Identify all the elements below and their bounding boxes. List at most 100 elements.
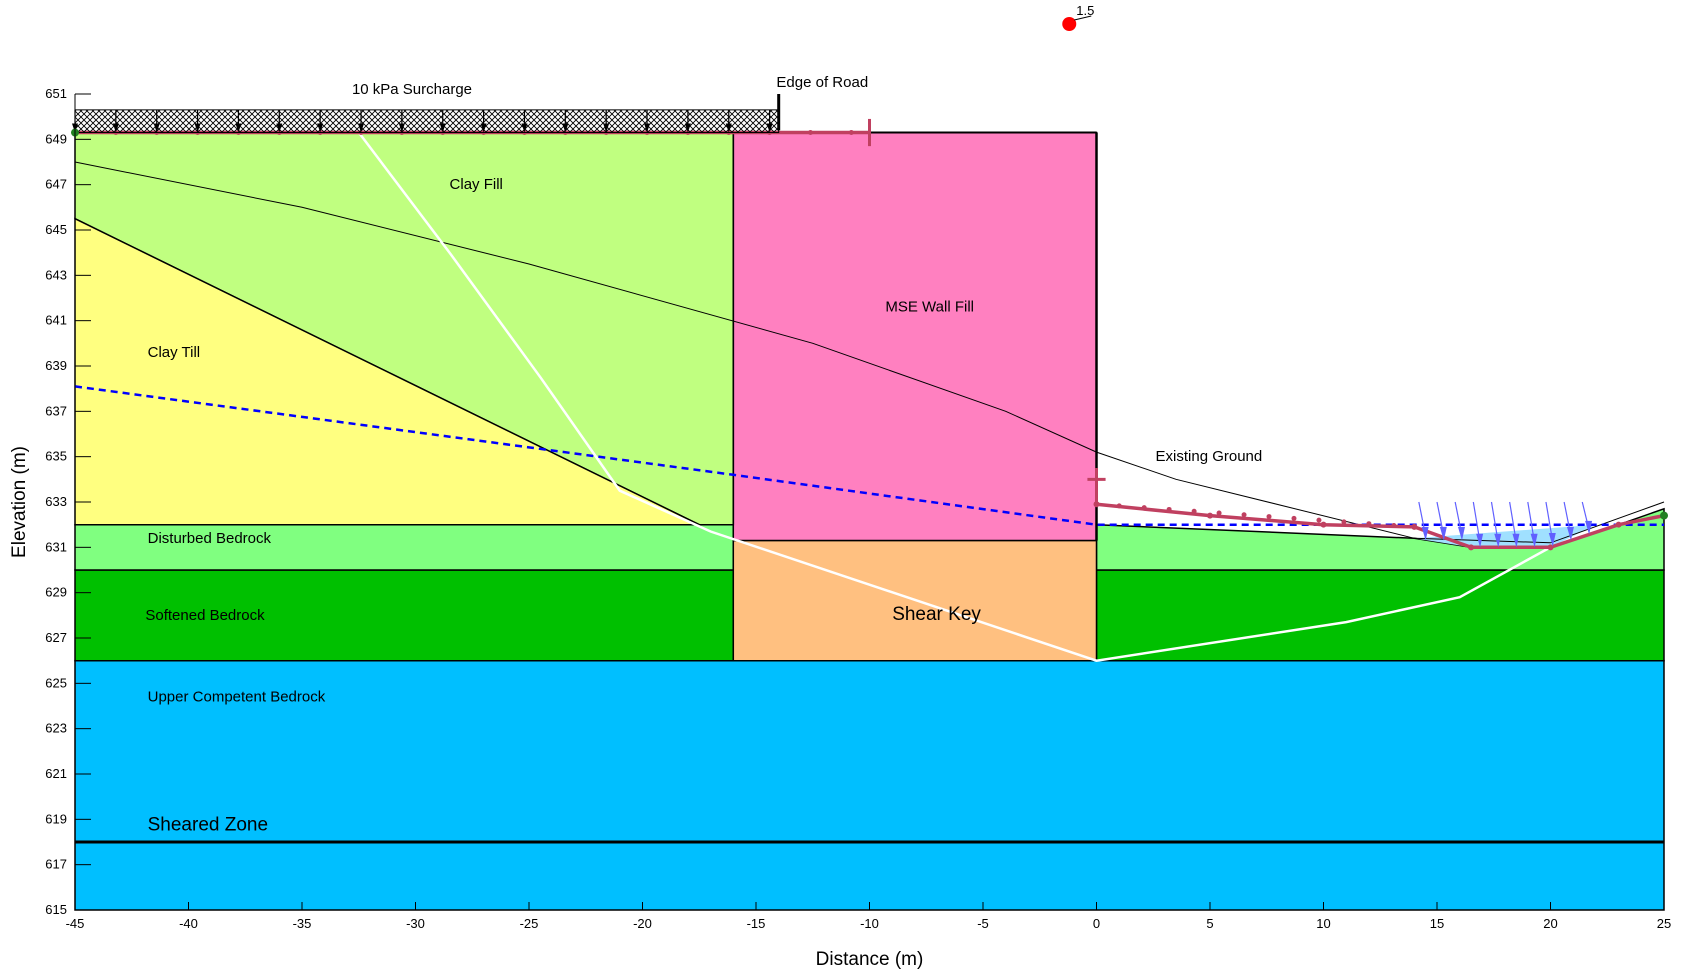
reinforcement-node (1341, 519, 1347, 525)
surcharge-arrow-head (358, 123, 365, 133)
label-mse-wall-fill: MSE Wall Fill (885, 299, 974, 316)
pond-pressure-arrow-head (1476, 533, 1484, 548)
factor-of-safety-leader (1074, 15, 1092, 21)
surcharge-arrow-head (725, 123, 732, 133)
existing-ground-line (74, 161, 1665, 544)
labels: Clay Fill MSE Wall Fill Clay Till Distur… (9, 3, 1262, 970)
x-tick-label: 25 (1657, 916, 1671, 931)
region-upper-competent-bedrock (74, 659, 1665, 911)
reinforcement-node (1216, 510, 1222, 516)
surcharge-arrow-head (766, 123, 773, 133)
y-tick-label: 647 (45, 177, 67, 192)
reinforcement-node (1316, 517, 1322, 523)
reinforcement-node (1141, 505, 1147, 511)
x-tick-label: 5 (1206, 916, 1213, 931)
y-tick-label: 651 (45, 86, 67, 101)
y-tick-label: 637 (45, 403, 67, 418)
reinforcement-node (1391, 522, 1397, 528)
label-clay-fill: Clay Fill (450, 176, 503, 193)
surcharge-arrow-head (398, 123, 405, 133)
y-tick-label: 619 (45, 811, 67, 826)
pond-pressure-arrow-head (1548, 532, 1556, 547)
x-tick-label: 0 (1093, 916, 1100, 931)
x-tick-label: 10 (1316, 916, 1330, 931)
x-tick-label: -25 (520, 916, 539, 931)
reinforcement-node (1366, 521, 1372, 527)
label-softened-bedrock: Softened Bedrock (145, 607, 265, 624)
label-shear-key: Shear Key (892, 604, 981, 625)
surcharge-band (74, 109, 780, 134)
y-tick-label: 617 (45, 857, 67, 872)
surcharge-arrow-head (317, 123, 324, 133)
label-clay-till: Clay Till (148, 344, 201, 361)
y-tick-label: 615 (45, 902, 67, 917)
reinforcement-node (1615, 521, 1622, 528)
surcharge-arrow-head (480, 123, 487, 133)
y-tick-label: 639 (45, 358, 67, 373)
x-tick-label: 20 (1543, 916, 1557, 931)
pond-pressure-arrow-head (1494, 533, 1502, 548)
x-tick-label: -20 (633, 916, 652, 931)
pond-pressure-arrow-head (1530, 533, 1538, 548)
factor-of-safety-marker (1062, 17, 1077, 31)
reinforcement-node (1320, 521, 1327, 528)
reinforcement-node (848, 130, 854, 136)
label-surcharge: 10 kPa Surcharge (352, 81, 472, 98)
y-tick-label: 643 (45, 267, 67, 282)
reinforcement-node (1468, 544, 1475, 551)
reinforcement-node (1241, 512, 1247, 518)
surcharge-arrow-head (521, 123, 528, 133)
pond-pressure-arrow-head (1439, 526, 1447, 541)
x-tick-label: -15 (747, 916, 766, 931)
critical-slip-surface (357, 131, 1619, 662)
material-regions (74, 131, 1665, 911)
surcharge-arrow-head (562, 123, 569, 133)
surcharge-arrow-head (684, 123, 691, 133)
surcharge-arrow-head (153, 123, 160, 133)
y-tick-label: 641 (45, 313, 67, 328)
x-tick-label: -40 (179, 916, 198, 931)
label-disturbed-bedrock: Disturbed Bedrock (148, 530, 272, 547)
y-tick-label: 645 (45, 222, 67, 237)
reinforcement-toe (1096, 502, 1665, 550)
x-axis-title: Distance (m) (816, 949, 924, 970)
reinforcement-node (1191, 508, 1197, 514)
reinforcement-node (1116, 503, 1122, 509)
reinforcement-node (1547, 544, 1554, 551)
label-upper-competent-bedrock: Upper Competent Bedrock (148, 688, 326, 705)
label-sheared-zone: Sheared Zone (148, 815, 268, 836)
factor-of-safety-label: 1.5 (1076, 3, 1094, 18)
right-end-marker (1660, 511, 1668, 520)
surcharge-arrow-head (112, 123, 119, 133)
surcharge-arrow-head (276, 123, 283, 133)
reinforcement-node (1291, 515, 1297, 521)
surcharge-arrow-head (194, 123, 201, 133)
y-tick-label: 627 (45, 630, 67, 645)
surcharge-arrow-head (603, 123, 610, 133)
x-tick-label: -5 (977, 916, 989, 931)
reinforcement-node (1093, 501, 1100, 508)
x-tick-label: -30 (406, 916, 425, 931)
surcharge-arrow-head (439, 123, 446, 133)
pond-pressure-arrow-head (1512, 533, 1520, 548)
pond-pressure-arrow-head (1421, 526, 1429, 541)
reinforcement-node (1266, 514, 1272, 520)
reinforcement-node (1411, 523, 1418, 530)
surcharge-arrow-head (644, 123, 651, 133)
y-tick-label: 649 (45, 131, 67, 146)
x-tick-label: -10 (860, 916, 879, 931)
x-tick-label: -45 (66, 916, 85, 931)
y-tick-label: 629 (45, 585, 67, 600)
y-tick-label: 625 (45, 675, 67, 690)
label-edge-of-road: Edge of Road (776, 74, 868, 91)
reinforcement-node (1207, 512, 1213, 519)
reinforcement-node (807, 130, 813, 136)
pond-pressure-arrow-head (1585, 520, 1593, 535)
surcharge-arrow-head (235, 123, 242, 133)
x-tick-label: -35 (293, 916, 312, 931)
label-existing-ground: Existing Ground (1156, 448, 1263, 465)
y-tick-label: 633 (45, 494, 67, 509)
y-tick-label: 623 (45, 721, 67, 736)
